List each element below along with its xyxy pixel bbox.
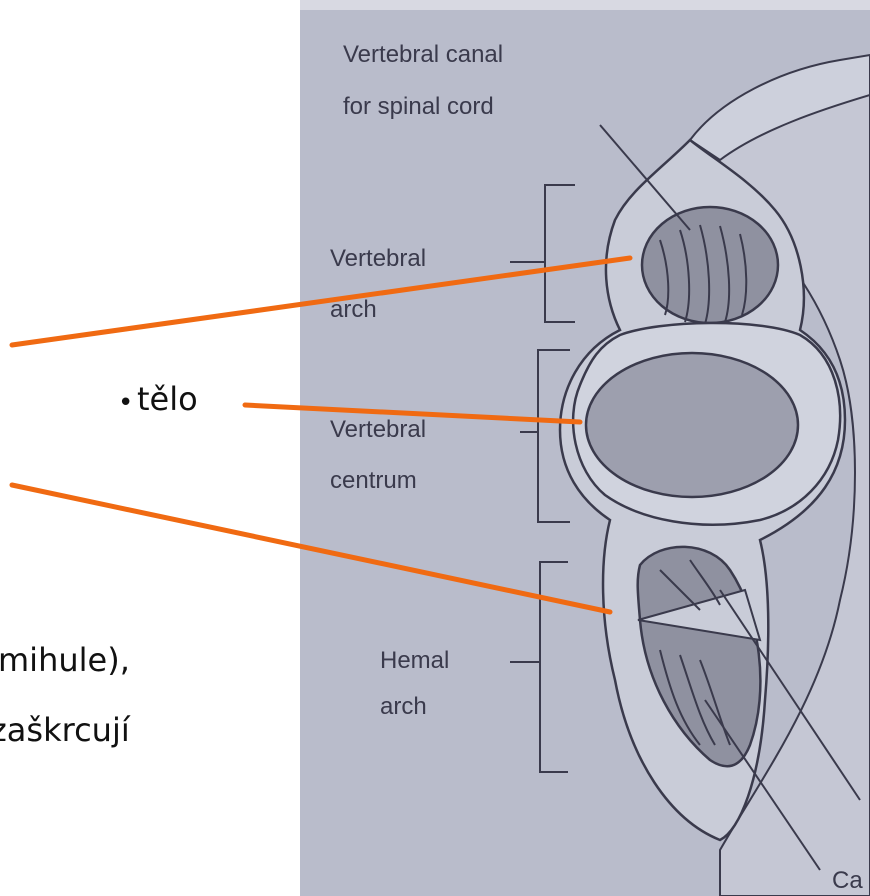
label-vertebral-arch-2: arch: [330, 295, 377, 325]
label-hemal-arch-1: Hemal: [380, 646, 449, 676]
bullet-marker: •: [118, 388, 133, 418]
centrum-face: [586, 353, 798, 497]
label-vertebral-arch-1: Vertebral: [330, 244, 426, 274]
label-vertebral-canal-1: Vertebral canal: [343, 40, 503, 70]
label-cut-off: Ca: [832, 866, 863, 896]
label-hemal-arch-2: arch: [380, 692, 427, 722]
body-label: tělo: [137, 380, 198, 418]
text-line-1: mihule),: [0, 641, 130, 679]
vertebral-canal: [642, 207, 778, 323]
label-vertebral-centrum-2: centrum: [330, 466, 417, 496]
label-vertebral-canal-2: for spinal cord: [343, 92, 494, 122]
label-vertebral-centrum-1: Vertebral: [330, 415, 426, 445]
photo-top-edge: [300, 0, 870, 10]
text-line-2: zaškrcují: [0, 711, 130, 749]
